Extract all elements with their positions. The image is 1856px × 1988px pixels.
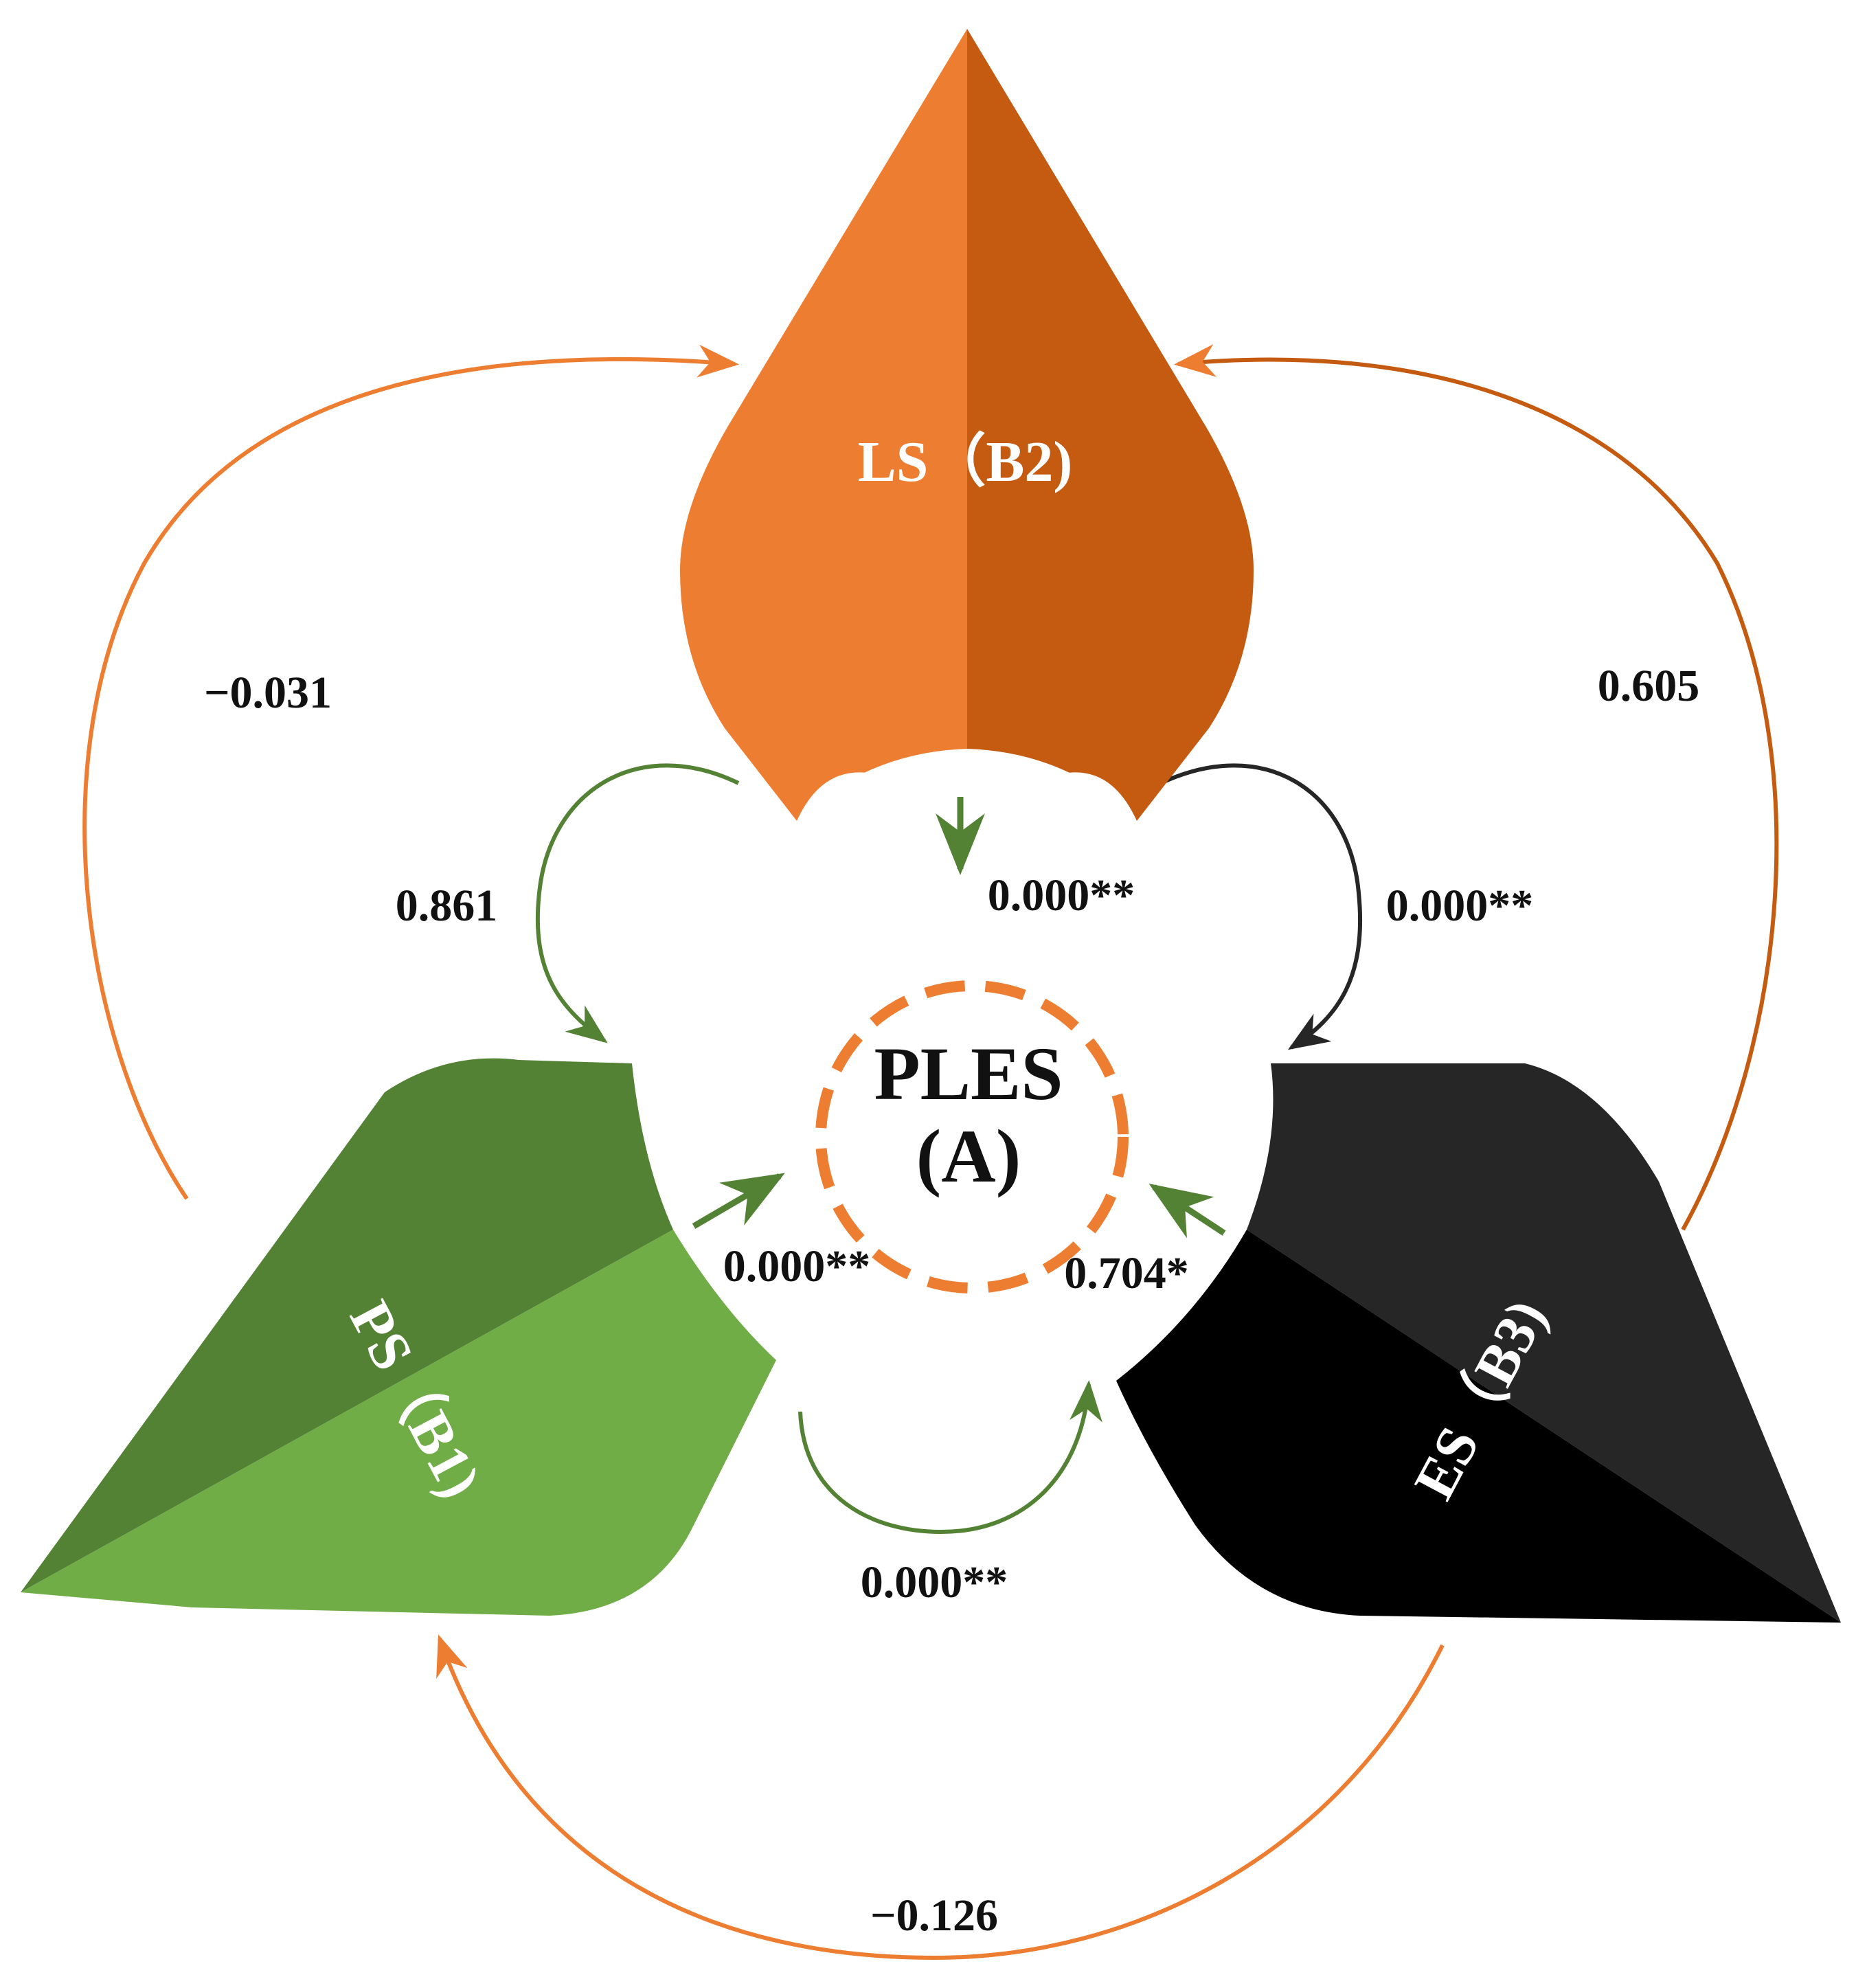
label-ls-es-inner: 0.000**: [1386, 881, 1534, 931]
ls-petal-notch: [797, 749, 1137, 821]
label-ps-ples: 0.000**: [723, 1241, 871, 1291]
label-es-ps: −0.126: [870, 1890, 998, 1941]
es-petal-bottom: [1116, 1230, 1841, 1623]
es-petal-top: [1247, 1063, 1841, 1623]
arc-ps-es: [798, 1380, 1102, 1535]
ples-subtitle: (A): [916, 1114, 1021, 1198]
arc-ls-es: [1159, 763, 1363, 1050]
ls-petal-right: [967, 29, 1254, 821]
es-petal: ES（B3): [1116, 1063, 1841, 1623]
label-ls-ps-inner: 0.861: [396, 881, 498, 931]
ls-petal-left: [680, 29, 967, 821]
label-ps-es-inner: 0.000**: [861, 1557, 1008, 1607]
arc-es-ps: [436, 1634, 1445, 1961]
label-ls-ples: 0.000**: [988, 870, 1135, 920]
ls-petal: LS（B2): [680, 29, 1254, 821]
ps-petal-top: [21, 1058, 673, 1592]
ps-petal-bottom: [21, 1230, 776, 1616]
label-ls-es: 0.605: [1598, 661, 1700, 711]
label-es-ples: 0.704*: [1064, 1248, 1189, 1298]
ls-label: LS（B2): [858, 430, 1073, 494]
arrow-ps-ples: [692, 1173, 785, 1229]
arc-ls-ps: [535, 763, 740, 1043]
label-ps-ls: −0.031: [204, 668, 332, 718]
arc-es-ls: [1174, 344, 1779, 1231]
ples-title: PLES: [874, 1032, 1063, 1116]
ps-petal: PS（B1): [21, 1058, 776, 1616]
arc-ps-ls: [82, 344, 739, 1200]
arrow-es-ples: [1148, 1184, 1226, 1239]
ples-ring: [815, 980, 1129, 1294]
